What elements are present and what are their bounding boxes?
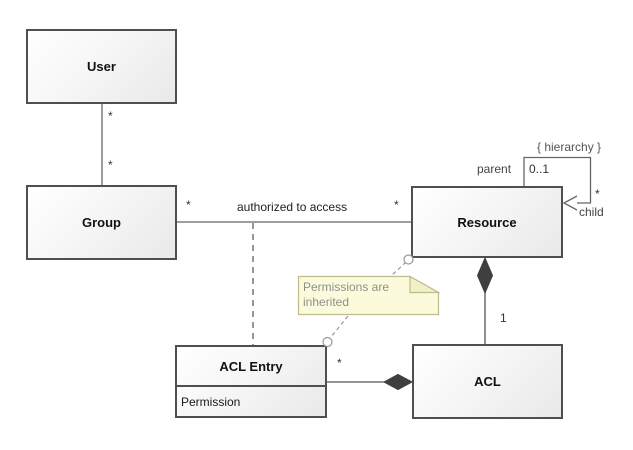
class-box-user[interactable]: User [26,29,177,104]
class-name-group: Group [82,215,121,230]
multiplicity-child: * [595,187,600,201]
class-box-acl-entry[interactable]: ACL Entry Permission [175,345,327,418]
multiplicity-acl-end: 1 [500,311,507,325]
note-anchor-line-resource [390,261,407,277]
multiplicity-group-end-user-assoc: * [108,158,113,172]
multiplicity-parent: 0..1 [529,162,550,176]
class-name-user: User [87,59,116,74]
composition-diamond-acl-icon [382,373,414,391]
attribute-permission: Permission [181,394,241,409]
role-child: child [579,205,604,219]
acl-entry-attributes-compartment: Permission [177,385,325,416]
note-fold-corner-icon [409,275,441,294]
open-arrowhead-child-icon [562,195,578,211]
composition-diamond-resource-icon [476,256,494,295]
constraint-hierarchy: { hierarchy } [537,140,602,154]
class-box-group[interactable]: Group [26,185,177,260]
multiplicity-acl-entry-end: * [337,356,342,370]
role-parent: parent [477,162,512,176]
note-anchor-line-acl-entry [330,315,349,338]
class-box-resource[interactable]: Resource [411,186,563,258]
multiplicity-user-end: * [108,109,113,123]
note-text: Permissions are inherited [303,280,390,309]
class-box-acl[interactable]: ACL [412,344,563,419]
multiplicity-group-end-authorized: * [186,198,191,212]
multiplicity-resource-end-authorized: * [394,198,399,212]
acl-entry-title-compartment: ACL Entry [177,347,325,385]
association-name-authorized-to-access: authorized to access [237,200,348,214]
class-name-resource: Resource [457,214,517,230]
class-name-acl-entry: ACL Entry [219,358,283,374]
class-name-acl: ACL [474,374,501,389]
